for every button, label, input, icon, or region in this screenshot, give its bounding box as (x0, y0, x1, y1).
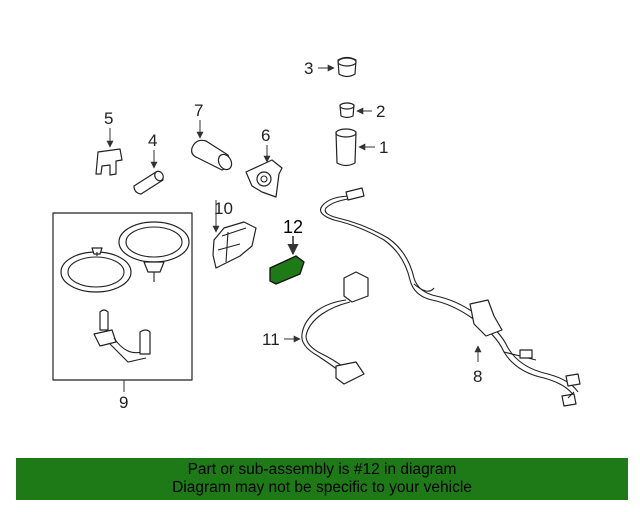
part-2-grommet[interactable] (339, 102, 355, 119)
part-10-housing[interactable] (212, 221, 257, 269)
callout-6: 6 (261, 126, 270, 145)
part-1-socket[interactable] (335, 128, 357, 167)
part-6-bracket[interactable] (245, 159, 283, 198)
part-12-highlighted[interactable] (269, 255, 305, 285)
banner-line-1: Part or sub-assembly is #12 in diagram (187, 461, 457, 478)
info-banner: Part or sub-assembly is #12 in diagram D… (16, 458, 628, 500)
callout-8: 8 (473, 367, 482, 386)
part-8-wiring-harness[interactable] (319, 187, 581, 407)
callout-1: 1 (379, 138, 388, 157)
part-7-lamp[interactable] (191, 139, 235, 172)
part-11-harness[interactable] (301, 271, 369, 385)
callout-10: 10 (214, 199, 233, 218)
callout-7: 7 (194, 101, 203, 120)
part-9-assembly-box[interactable] (52, 212, 193, 381)
callout-5: 5 (104, 109, 113, 128)
callout-12: 12 (283, 217, 303, 237)
parts-diagram: 3 2 1 5 4 7 6 10 (52, 56, 581, 412)
callout-11: 11 (262, 330, 280, 349)
part-4-bulb[interactable] (133, 170, 165, 195)
part-5-clip[interactable] (95, 148, 123, 176)
callout-4: 4 (148, 131, 157, 150)
banner-line-2: Diagram may not be specific to your vehi… (172, 479, 472, 496)
callout-3: 3 (304, 59, 313, 78)
callout-9: 9 (119, 393, 128, 412)
part-3-cap[interactable] (337, 56, 357, 78)
callout-2: 2 (376, 102, 385, 121)
